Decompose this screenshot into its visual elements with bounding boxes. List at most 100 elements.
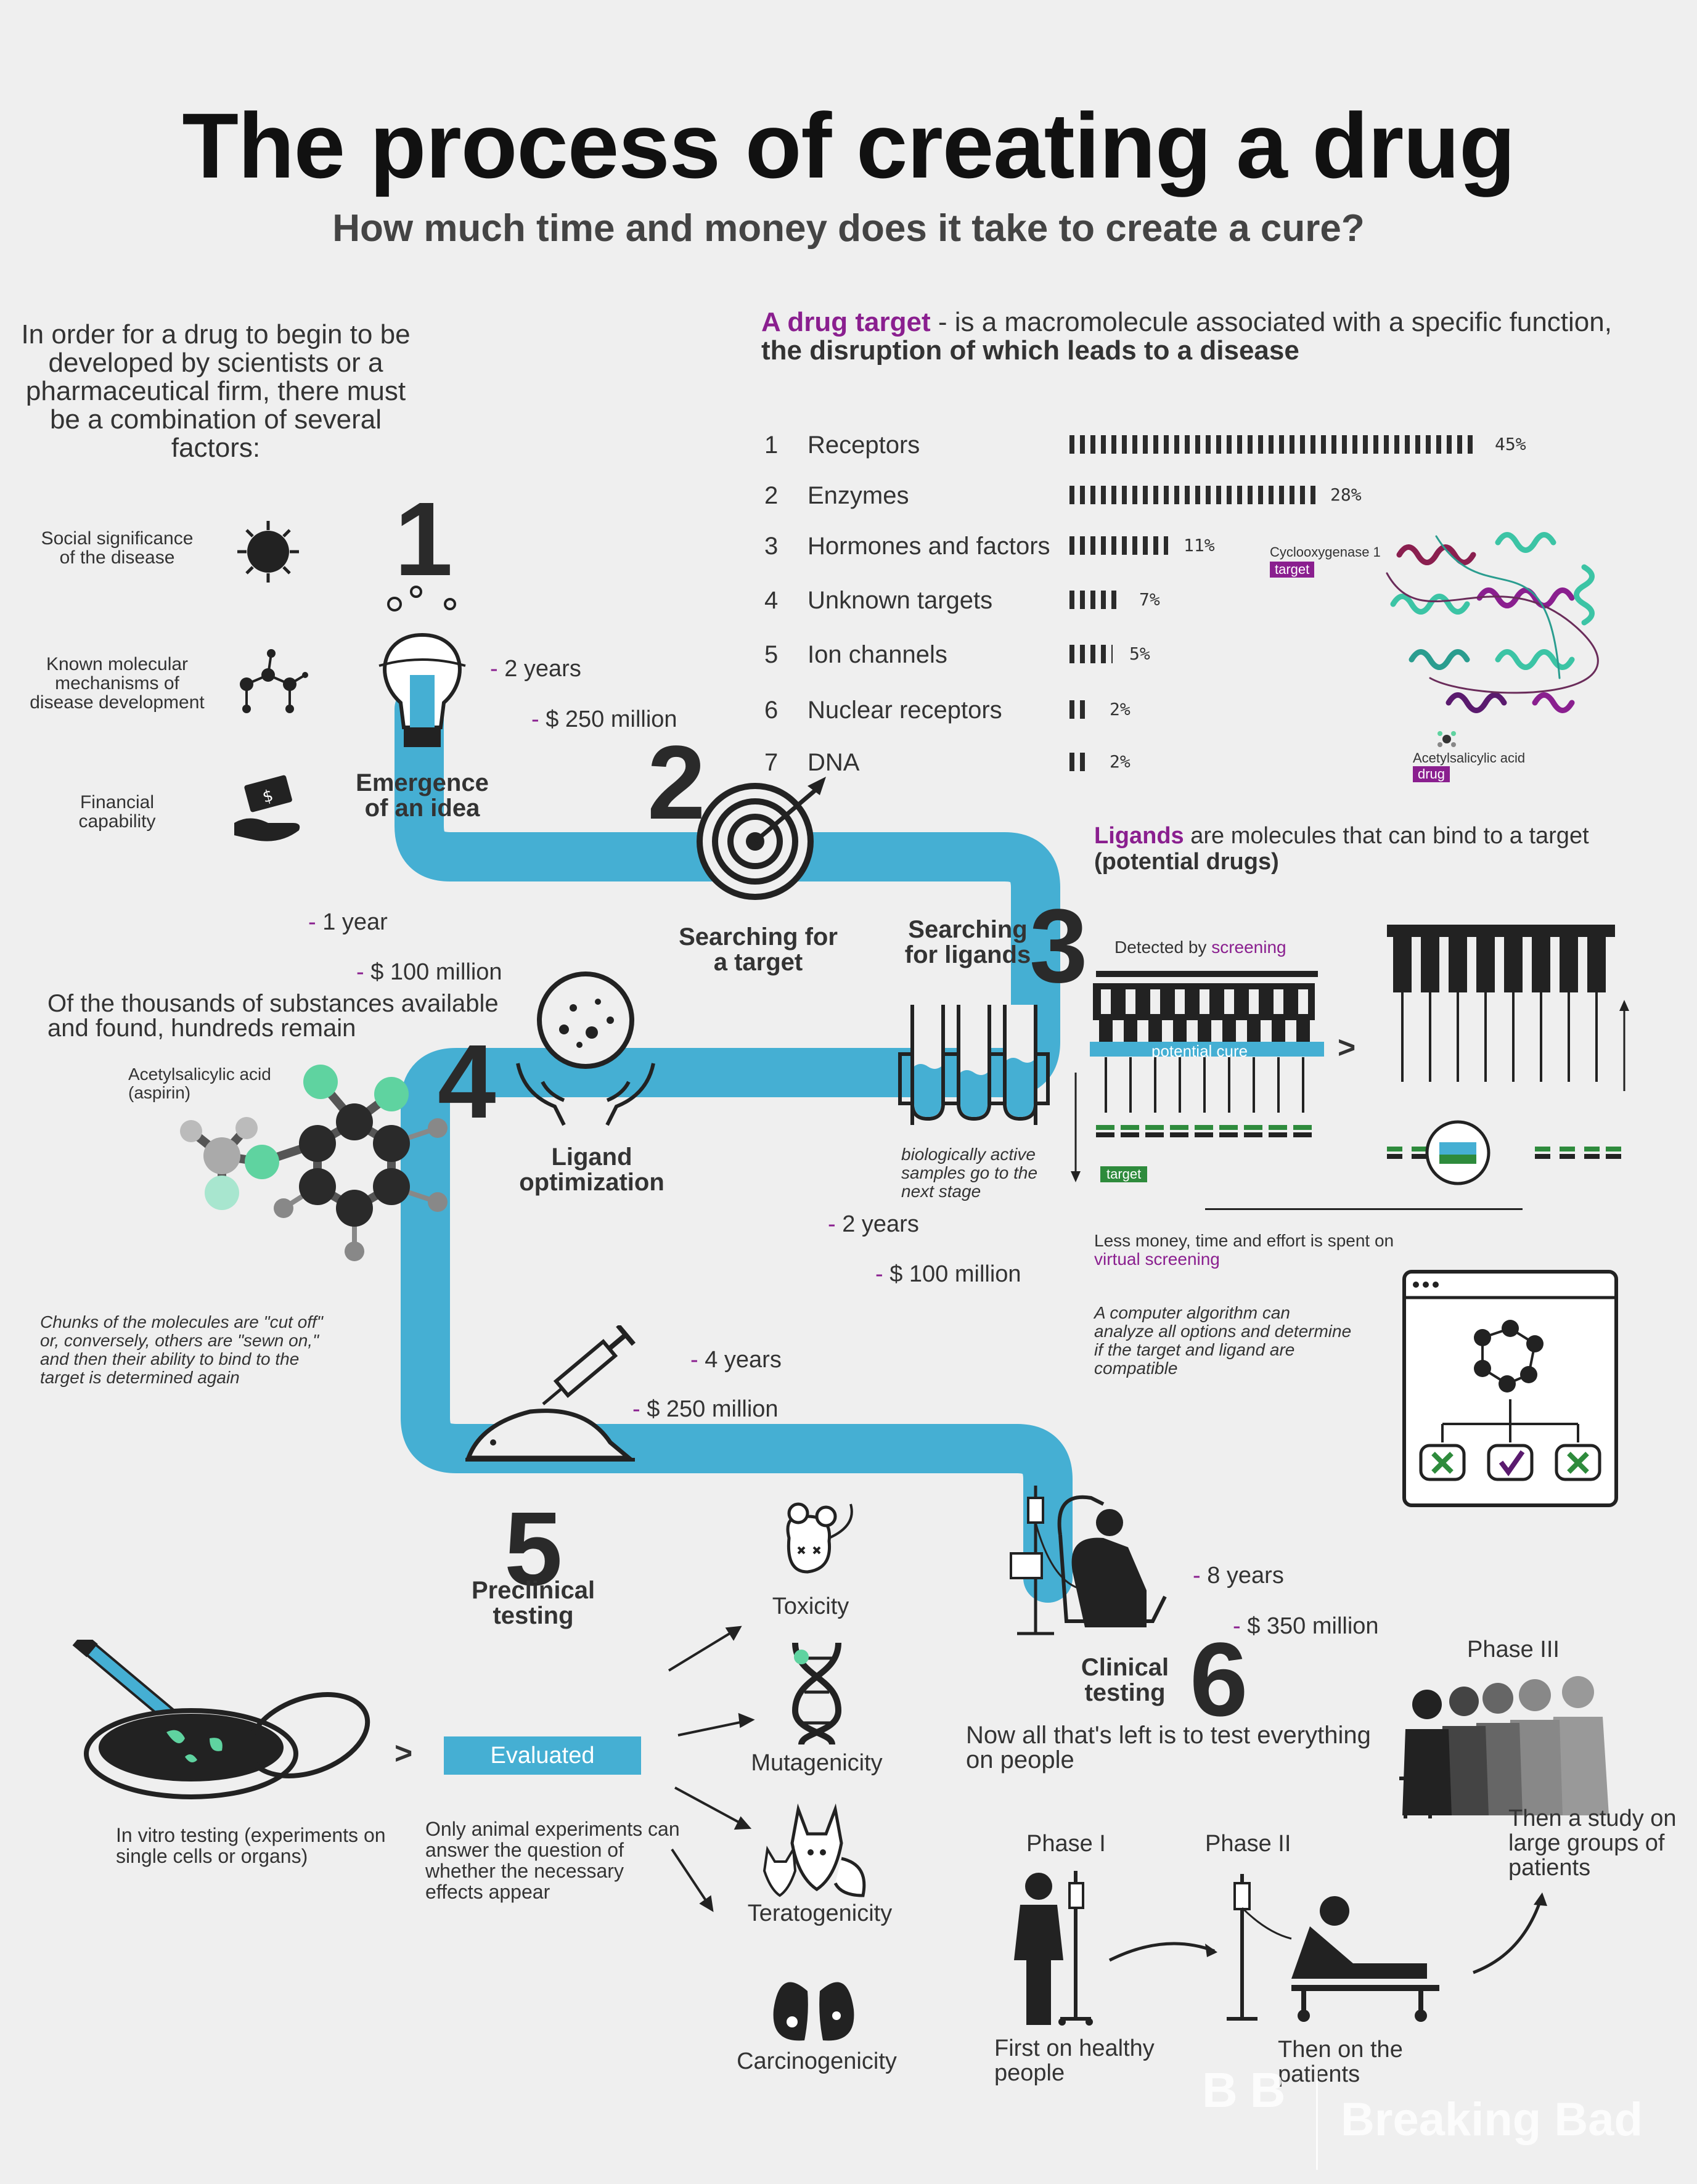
step-3-number: 3 <box>1029 888 1088 1005</box>
in-vitro-note: In vitro testing (experiments on single … <box>116 1824 386 1867</box>
animal-note: Only animal experiments can answer the q… <box>425 1818 680 1903</box>
target-bar <box>1069 536 1168 555</box>
algorithm-note: A computer algorithm can analyze all opt… <box>1094 1303 1352 1378</box>
step-1-money: - $ 250 million <box>531 706 677 732</box>
healthy-person-icon <box>1014 1871 1093 2026</box>
arrow-up-icon <box>1619 1000 1629 1091</box>
target-bar <box>1069 645 1113 663</box>
step-4-label: Ligand optimization <box>519 1143 664 1196</box>
intro-text: In order for a drug to begin to be devel… <box>21 319 411 463</box>
step-1-label: Emergence of an idea <box>356 769 489 822</box>
ligands-definition: Ligands are molecules that can bind to a… <box>1094 823 1589 875</box>
target-bar <box>1069 700 1086 719</box>
phase-1-title: Phase I <box>1026 1831 1106 1857</box>
screening-syringes-icon <box>1090 971 1324 1137</box>
step-4-years: - 4 years <box>690 1347 782 1373</box>
step-5-number: 5 <box>504 1491 563 1608</box>
drug-molecule-icon <box>1437 731 1456 747</box>
step-1-number: 1 <box>395 481 453 598</box>
preclinical-arrow: > <box>395 1736 413 1770</box>
test-tubes-icon <box>898 1005 1050 1125</box>
patient-bed-icon <box>1227 1874 1439 2022</box>
target-definition-line2: the disruption of which leads to a disea… <box>761 335 1299 366</box>
mouse-syringe-icon <box>465 1325 636 1462</box>
lightbulb-flask-icon <box>378 586 466 747</box>
protein-structure-icon <box>1386 532 1599 713</box>
molecule-icon <box>240 649 308 713</box>
step-2-money: - $ 100 million <box>356 959 502 985</box>
effect-carcinogenicity: Carcinogenicity <box>737 2048 897 2074</box>
target-bar <box>1069 486 1319 504</box>
evaluated-label: Evaluated <box>444 1736 641 1775</box>
money-hand-icon: $ <box>234 775 300 841</box>
divider <box>1205 1208 1523 1210</box>
step-5-label: Preclinical testing <box>471 1577 595 1629</box>
group-patients-icon <box>1399 1676 1609 1818</box>
protein-drug-tag: drug <box>1413 766 1450 782</box>
page-title: The process of creating a drug <box>182 94 1515 197</box>
clinical-intro: Now all that's left is to test everythin… <box>966 1722 1371 1773</box>
petri-hands-icon <box>516 971 655 1126</box>
step-4-number: 4 <box>438 1023 496 1140</box>
fox-teratogenicity-icon <box>763 1803 866 1897</box>
remain-note: Of the thousands of substances available… <box>47 990 499 1042</box>
lungs-carcinogenicity-icon <box>773 1960 854 2041</box>
screening-target-tag: target <box>1100 1166 1148 1182</box>
ligands-term: Ligands <box>1094 823 1184 849</box>
factor-financial-label: Financial capability <box>78 792 156 832</box>
svg-text:$: $ <box>261 787 276 807</box>
step-3-label: Searching for ligands <box>904 916 1031 968</box>
mouse-toxicity-icon <box>786 1502 853 1574</box>
effect-toxicity: Toxicity <box>772 1593 849 1619</box>
aspirin-name: Acetylsalicylic acid(aspirin) <box>128 1065 271 1102</box>
arrow-down-icon <box>1071 1073 1081 1182</box>
step-6-label: Clinical testing <box>1081 1654 1169 1706</box>
step-2-number: 2 <box>647 724 706 841</box>
phase-3-desc: Then a study on large groups of patients <box>1508 1806 1677 1881</box>
chunks-note: Chunks of the molecules are "cut off" or… <box>40 1312 323 1387</box>
patient-chair-icon <box>1010 1486 1167 1635</box>
detected-by-screening: Detected by screening <box>1114 938 1286 957</box>
target-bar <box>1069 591 1122 609</box>
arrow-phase1-to-2 <box>1108 1942 1217 1962</box>
brand-name: Breaking Bad <box>1341 2093 1643 2146</box>
step-1-years: - 2 years <box>490 656 581 682</box>
step-4-money: - $ 250 million <box>632 1396 779 1422</box>
protein-target-name: Cyclooxygenase 1 <box>1270 544 1381 560</box>
phase-3-title: Phase III <box>1467 1637 1560 1663</box>
target-icon <box>697 777 826 900</box>
brand-logo: BB <box>1202 2063 1298 2117</box>
bio-active-note: biologically active samples go to the ne… <box>901 1145 1038 1201</box>
brand-divider <box>1316 2071 1318 2170</box>
evaluation-arrows <box>668 1626 755 1912</box>
target-definition-rest: - is a macromolecule associated with a s… <box>930 307 1612 337</box>
step-3-years: - 2 years <box>828 1211 919 1237</box>
phase-2-desc: Then on the patients <box>1278 2037 1403 2087</box>
protein-drug-name: Acetylsalicylic acid <box>1413 750 1526 766</box>
binding-target-icon <box>1387 1120 1621 1185</box>
arrow-phase2-to-3 <box>1473 1892 1547 1974</box>
step-6-number: 6 <box>1190 1621 1248 1738</box>
step-3-money: - $ 100 million <box>875 1261 1021 1287</box>
step-6-years: - 8 years <box>1193 1563 1284 1589</box>
phase-1-desc: First on healthy people <box>994 2035 1155 2086</box>
step-6-money: - $ 350 million <box>1233 1613 1379 1639</box>
factor-social-label: Social significance of the disease <box>41 528 194 568</box>
potential-cure-label: potential cure <box>1151 1042 1248 1060</box>
dna-mutagenicity-icon <box>791 1642 842 1746</box>
page-subtitle: How much time and money does it take to … <box>332 207 1365 250</box>
phase-2-title: Phase II <box>1205 1831 1291 1857</box>
target-definition: A drug target - is a macromolecule assoc… <box>761 308 1674 365</box>
selected-syringes-icon <box>1387 925 1615 1082</box>
aspirin-molecule-icon <box>180 1065 448 1261</box>
effect-teratogenicity: Teratogenicity <box>747 1900 893 1926</box>
